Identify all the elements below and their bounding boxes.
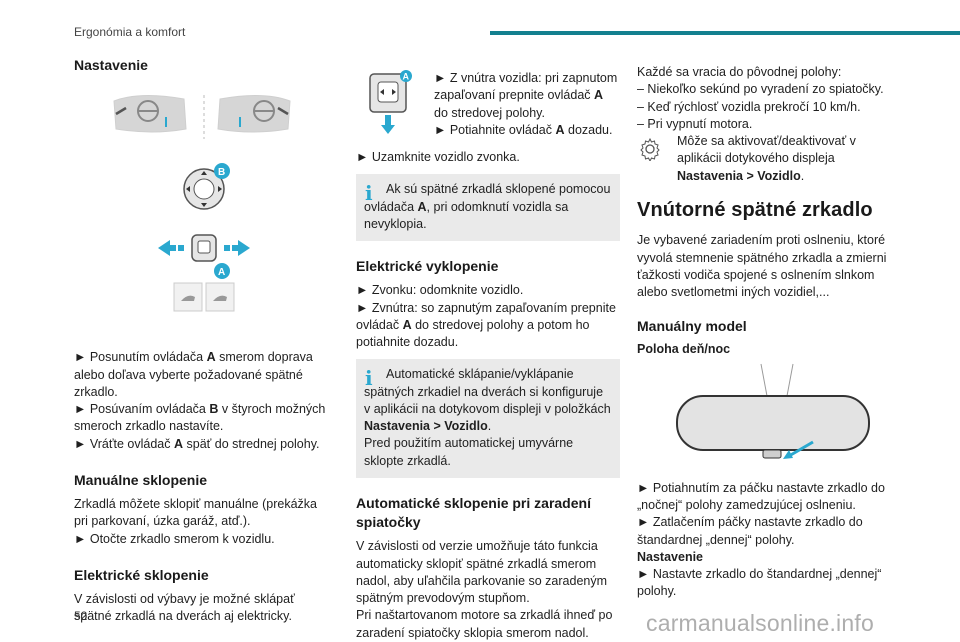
column-2: A ► Z vnútra vozidla: pri zapnutom zapaľ… — [356, 70, 620, 642]
settings-note: Môže sa aktivovať/deaktivovať v aplikáci… — [637, 133, 899, 185]
info-box-1: i Ak sú spätné zrkadlá sklopené pomocou … — [356, 174, 620, 241]
auto-fold-text-2: Pri naštartovanom motore sa zrkadlá ihne… — [356, 608, 613, 640]
day-step: ► Zatlačením páčky nastavte zrkadlo do š… — [637, 515, 863, 547]
page-number: 52 — [74, 609, 88, 623]
label-a: A — [218, 267, 225, 278]
mirrors-figure — [113, 95, 291, 140]
header-accent-bar — [490, 31, 960, 35]
subheading-day-night: Poloha deň/noc — [637, 341, 731, 356]
return-item: – Pri vypnutí motora. — [637, 116, 753, 131]
inner-mirror-text: Je vybavené zariadením proti oslneniu, k… — [637, 233, 887, 300]
return-intro: Každé sa vracia do pôvodnej polohy: — [637, 65, 842, 79]
heading-electric-unfold: Elektrické vyklopenie — [356, 258, 499, 274]
manual-fold-text: Zrkadlá môžete sklopiť manuálne (prekážk… — [74, 497, 317, 529]
manual-fold-step: ► Otočte zrkadlo smerom k vozidlu. — [74, 531, 275, 546]
info-icon: i — [365, 181, 373, 206]
lock-step: ► Uzamknite vozidlo zvonka. — [356, 150, 520, 164]
watermark: carmanualsonline.info — [646, 610, 874, 636]
heading-inner-mirror: Vnútorné spätné zrkadlo — [637, 198, 873, 221]
heading-manual-fold: Manuálne sklopenie — [74, 471, 208, 488]
auto-fold-text-1: V závislosti od verzie umožňuje táto fun… — [356, 539, 608, 606]
heading-electric-fold: Elektrické sklopenie — [74, 566, 209, 583]
unfold-step-2: ► Zvnútra: so zapnutým zapaľovaním prepn… — [356, 300, 616, 350]
gear-icon — [640, 137, 660, 161]
heading-auto-fold: Automatické sklopenie pri zaradení spiat… — [356, 494, 591, 531]
electric-fold-text: V závislosti od výbavy je možné sklápať … — [74, 592, 295, 624]
instructions-select: ► Posunutím ovládača A smerom doprava al… — [74, 350, 326, 451]
column-3: Každé sa vracia do pôvodnej polohy: – Ni… — [637, 64, 899, 601]
control-a-figure: A — [369, 70, 412, 134]
info-box-2: i Automatické sklápanie/vyklápanie spätn… — [356, 359, 620, 478]
adjust-step: ► Nastavte zrkadlo do štandardnej „denne… — [637, 567, 882, 599]
column-1: Nastavenie B — [74, 56, 330, 626]
return-item: – Keď rýchlosť vozidla prekročí 10 km/h. — [637, 99, 861, 114]
section-title: Ergonómia a komfort — [74, 25, 186, 39]
night-step: ► Potiahnutím za páčku nastavte zrkadlo … — [637, 480, 885, 513]
inner-mirror-figure — [676, 363, 870, 459]
return-item: – Niekoľko sekúnd po vyradení zo spiatoč… — [637, 82, 884, 97]
heading-manual-model: Manuálny model — [637, 318, 747, 335]
joystick-figure: B A — [158, 163, 250, 312]
label-a-small: A — [403, 72, 410, 82]
subheading-nastavenie: Nastavenie — [637, 549, 704, 564]
info-icon: i — [365, 366, 373, 391]
unfold-step-1: ► Zvonku: odomknite vozidlo. — [356, 283, 524, 298]
label-b: B — [218, 167, 225, 178]
fold-steps: ► Z vnútra vozidla: pri zapnutom zapaľov… — [434, 71, 618, 137]
heading-nastavenie: Nastavenie — [74, 57, 148, 73]
